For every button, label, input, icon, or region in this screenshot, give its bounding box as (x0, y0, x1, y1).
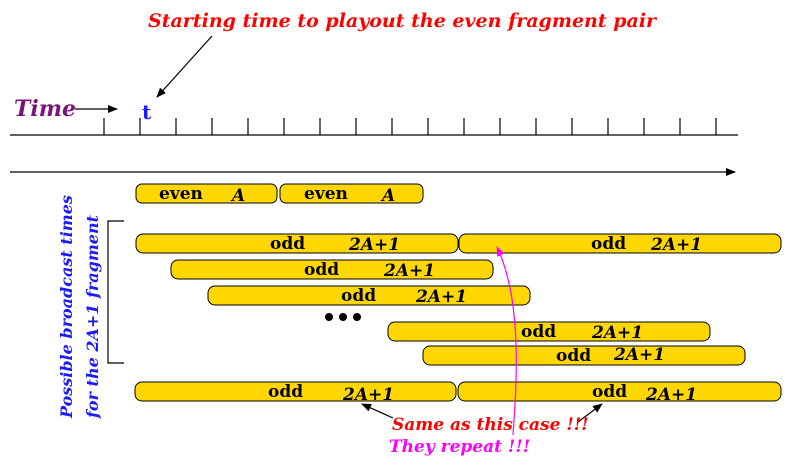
ellipsis-dot (339, 313, 347, 321)
odd-segment: odd 2A+1 (457, 381, 782, 405)
odd-size: 2A+1 (613, 345, 665, 365)
same-case-note: Same as this case !!! (392, 415, 589, 435)
odd-bar (457, 381, 782, 402)
repeat-note: They repeat !!! (389, 437, 530, 457)
odd-size: 2A+1 (342, 385, 394, 405)
odd-bar (422, 345, 746, 366)
bracket (107, 220, 124, 364)
timeline (10, 118, 738, 136)
odd-size: 2A+1 (650, 235, 702, 255)
even-segment: even A (279, 183, 424, 206)
odd-segment: odd 2A+1 (387, 321, 711, 343)
side-label-text1: Possible broadcast times (57, 195, 76, 419)
odd-bar (387, 321, 711, 342)
odd-word: odd (521, 322, 556, 342)
odd-word: odd (341, 286, 376, 306)
odd-bar (134, 381, 457, 402)
odd-segment: odd 2A+1 (207, 285, 531, 307)
odd-word: odd (304, 260, 339, 280)
even-size: A (380, 186, 395, 206)
side-label-line2: for the 2A+1 fragment (83, 214, 102, 419)
odd-size: 2A+1 (415, 287, 467, 307)
even-word: even (304, 184, 348, 204)
odd-size: 2A+1 (348, 235, 400, 255)
odd-size: 2A+1 (591, 323, 643, 343)
odd-bar (207, 285, 531, 306)
even-bar (279, 183, 424, 204)
odd-segment: odd 2A+1 (458, 233, 782, 255)
odd-word: odd (591, 234, 626, 254)
note-arrow-left (361, 403, 394, 419)
odd-word: odd (556, 346, 591, 366)
odd-bar (170, 259, 494, 280)
diagram-title: Starting time to playout the even fragme… (148, 10, 658, 32)
even-size: A (230, 186, 245, 206)
title-pointer-arrow (156, 35, 213, 98)
side-label-text2: for the 2A+1 fragment (83, 214, 102, 419)
ellipsis-dot (353, 313, 361, 321)
even-word: even (159, 184, 203, 204)
odd-word: odd (270, 234, 305, 254)
odd-bar (458, 233, 782, 254)
even-bar (135, 183, 278, 204)
odd-segment: odd 2A+1 (135, 233, 459, 255)
ellipsis (325, 313, 361, 321)
odd-segment: odd 2A+1 (422, 345, 746, 366)
side-label-line1: Possible broadcast times (57, 195, 76, 419)
time-label: Time (14, 96, 76, 122)
note-arrow-right (577, 403, 603, 423)
odd-segment: odd 2A+1 (170, 259, 494, 281)
odd-word: odd (592, 382, 627, 402)
odd-bar (135, 233, 459, 254)
t-marker-label: t (142, 100, 152, 124)
ellipsis-dot (325, 313, 333, 321)
odd-segment: odd 2A+1 (134, 381, 457, 405)
odd-size: 2A+1 (383, 261, 435, 281)
even-segment: even A (135, 183, 278, 206)
odd-size: 2A+1 (645, 385, 697, 405)
odd-word: odd (268, 382, 303, 402)
repeat-curve-arrow (496, 246, 517, 436)
